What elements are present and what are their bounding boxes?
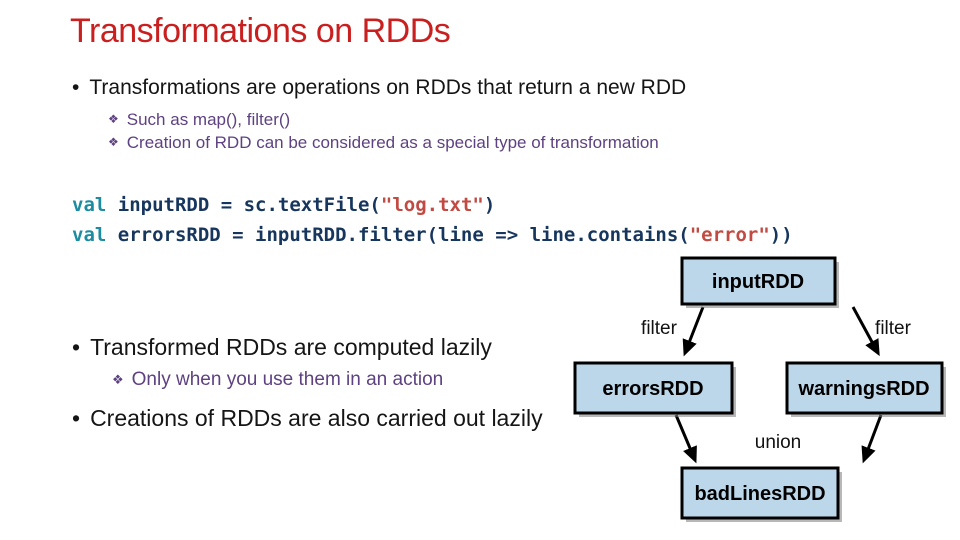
edge-filter-left-arrow: [682, 306, 705, 357]
node-warningsRDD-box: [785, 361, 944, 415]
code-token: val: [72, 194, 107, 216]
sub-bullet-list: ❖ Such as map(), filter() ❖ Creation of …: [108, 108, 808, 154]
sub-bullet-text: Such as map(), filter(): [126, 110, 291, 129]
edge-label-filter-right: filter: [875, 318, 912, 339]
page-title: Transformations on RDDs: [70, 12, 451, 50]
sub-bullet-text: Only when you use them in an action: [131, 369, 444, 390]
code-block: val inputRDD = sc.textFile("log.txt") va…: [72, 190, 793, 250]
sub-bullet-item-examples: ❖ Such as map(), filter(): [108, 108, 808, 131]
bullet-item-transformations: • Transformations are operations on RDDs…: [72, 74, 832, 101]
node-warningsRDD-label: warningsRDD: [797, 378, 929, 400]
node-inputRDD-label: inputRDD: [712, 271, 804, 293]
bullet-icon: •: [72, 334, 81, 360]
node-badLinesRDD-label: badLinesRDD: [694, 483, 825, 505]
code-token: errorsRDD = inputRDD.filter(line => line…: [106, 224, 690, 246]
sub-bullet-item-creation: ❖ Creation of RDD can be considered as a…: [108, 131, 808, 154]
diamond-bullet-icon: ❖: [112, 372, 124, 387]
code-token: )): [769, 224, 793, 246]
sub-bullet-list-2: ❖ Only when you use them in an action: [112, 367, 592, 392]
diamond-bullet-icon: ❖: [108, 135, 119, 149]
bullet-text: Creations of RDDs are also carried out l…: [90, 405, 543, 431]
code-line-2: val errorsRDD = inputRDD.filter(line => …: [72, 224, 793, 246]
edge-filter-right-arrow: [851, 306, 880, 357]
node-errorsRDD-label: errorsRDD: [602, 378, 703, 400]
edge-union-right-arrow: [861, 414, 883, 464]
diamond-bullet-icon: ❖: [108, 112, 119, 126]
edge-label-union: union: [755, 432, 802, 453]
sub-bullet-text: Creation of RDD can be considered as a s…: [126, 133, 659, 152]
node-errorsRDD-box: [573, 361, 734, 415]
rdd-lineage-diagram: filter filter union inputRDD errorsRDD w…: [573, 256, 946, 522]
code-line-1: val inputRDD = sc.textFile("log.txt"): [72, 194, 495, 216]
code-token: ): [483, 194, 496, 216]
bullet-icon: •: [72, 405, 81, 431]
edge-label-filter-left: filter: [641, 318, 678, 339]
bullet-item-creations-lazy: • Creations of RDDs are also carried out…: [72, 403, 544, 433]
sub-bullet-item-action: ❖ Only when you use them in an action: [112, 367, 592, 392]
node-inputRDD-box: [680, 256, 837, 306]
bullet-item-lazy: • Transformed RDDs are computed lazily: [72, 333, 572, 362]
node-badLinesRDD-box: [680, 466, 840, 520]
code-token: val: [72, 224, 107, 246]
bullet-text: Transformations are operations on RDDs t…: [89, 76, 687, 99]
bullet-text: Transformed RDDs are computed lazily: [90, 334, 492, 360]
code-token: "log.txt": [380, 194, 484, 216]
code-token: inputRDD = sc.textFile(: [106, 194, 381, 216]
code-token: "error": [689, 224, 770, 246]
edge-union-left-arrow: [674, 414, 697, 464]
bullet-icon: •: [72, 76, 80, 99]
